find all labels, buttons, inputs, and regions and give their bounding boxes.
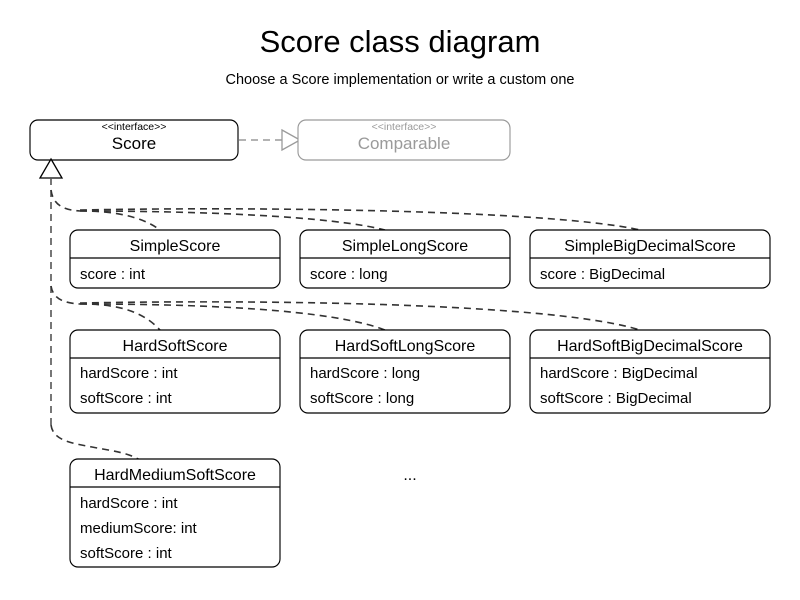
ellipsis-more-classes: ... — [403, 467, 416, 484]
class-box-hard-soft-long-score[interactable]: HardSoftLongScore hardScore : long softS… — [299, 329, 511, 414]
hard-soft-big-decimal-score-outline — [529, 329, 771, 414]
hard-soft-score-attr-1: softScore : int — [80, 390, 173, 407]
branch-to-simple-big-decimal-score — [79, 208, 641, 231]
branch-to-simple-score — [79, 210, 161, 231]
class-box-simple-long-score[interactable]: SimpleLongScore score : long — [299, 229, 511, 289]
class-box-hard-medium-soft-score[interactable]: HardMediumSoftScore hardScore : int medi… — [69, 458, 281, 568]
simple-long-score-outline — [299, 229, 511, 289]
interface-box-comparable[interactable]: <<interface>> Comparable — [297, 119, 511, 161]
hard-soft-big-decimal-score-name: HardSoftBigDecimalScore — [557, 338, 743, 355]
simple-score-name: SimpleScore — [130, 238, 221, 255]
hard-soft-big-decimal-score-attr-1: softScore : BigDecimal — [540, 390, 692, 407]
realization-score-to-comparable — [239, 128, 302, 152]
hard-medium-soft-score-attr-0: hardScore : int — [80, 495, 178, 512]
hard-soft-score-name: HardSoftScore — [123, 338, 228, 355]
interface-score-stereotype: <<interface>> — [102, 121, 167, 133]
branch-to-hard-soft-big-decimal-score — [79, 301, 641, 331]
class-box-simple-big-decimal-score[interactable]: SimpleBigDecimalScore score : BigDecimal — [529, 229, 771, 289]
branch-to-simple-long-score — [79, 210, 386, 231]
hard-medium-soft-score-outline — [69, 458, 281, 568]
hard-medium-soft-score-attr-2: softScore : int — [80, 545, 173, 562]
branch-row2-stem — [50, 285, 81, 305]
interface-comparable-outline — [297, 119, 511, 161]
hard-soft-long-score-attr-1: softScore : long — [310, 390, 414, 407]
hard-soft-score-outline — [69, 329, 281, 414]
class-box-simple-score[interactable]: SimpleScore score : int — [69, 229, 281, 289]
branch-row1-stem — [50, 189, 81, 212]
class-box-hard-soft-score[interactable]: HardSoftScore hardScore : int softScore … — [69, 329, 281, 414]
class-box-hard-soft-big-decimal-score[interactable]: HardSoftBigDecimalScore hardScore : BigD… — [529, 329, 771, 414]
interface-comparable-name: Comparable — [358, 134, 451, 153]
hard-soft-long-score-name: HardSoftLongScore — [335, 338, 476, 355]
simple-score-outline — [69, 229, 281, 289]
inheritance-connectors — [50, 178, 641, 461]
realization-arrowhead-icon — [281, 128, 302, 152]
page-title: Score class diagram — [260, 24, 541, 59]
interface-box-score[interactable]: <<interface>> Score — [29, 119, 239, 161]
branch-to-hard-medium-soft-score — [50, 424, 141, 461]
hard-soft-long-score-attr-0: hardScore : long — [310, 365, 420, 382]
simple-long-score-attr-0: score : long — [310, 266, 388, 283]
hard-medium-soft-score-attr-1: mediumScore: int — [80, 520, 198, 537]
simple-big-decimal-score-name: SimpleBigDecimalScore — [564, 238, 736, 255]
page-subtitle: Choose a Score implementation or write a… — [226, 72, 575, 88]
simple-big-decimal-score-attr-0: score : BigDecimal — [540, 266, 665, 283]
interface-score-name: Score — [112, 134, 156, 153]
hard-soft-long-score-outline — [299, 329, 511, 414]
simple-big-decimal-score-outline — [529, 229, 771, 289]
branch-to-hard-soft-score — [79, 303, 161, 331]
hard-medium-soft-score-name: HardMediumSoftScore — [94, 467, 256, 484]
simple-long-score-name: SimpleLongScore — [342, 238, 468, 255]
branch-to-hard-soft-long-score — [79, 303, 386, 331]
interface-score-outline — [29, 119, 239, 161]
generalization-triangle-icon — [38, 157, 64, 179]
hard-soft-big-decimal-score-attr-0: hardScore : BigDecimal — [540, 365, 698, 382]
simple-score-attr-0: score : int — [80, 266, 146, 283]
hard-soft-score-attr-0: hardScore : int — [80, 365, 178, 382]
interface-comparable-stereotype: <<interface>> — [372, 121, 437, 133]
